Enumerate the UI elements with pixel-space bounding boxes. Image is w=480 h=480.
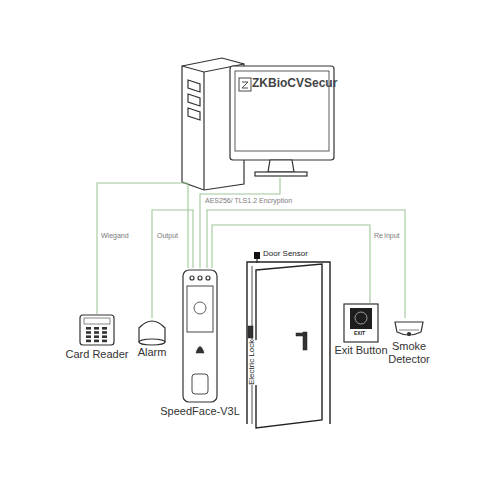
signal-wire bbox=[97, 183, 188, 314]
card-reader-device bbox=[80, 315, 114, 345]
electric-lock-symbol bbox=[248, 326, 253, 338]
device-exit-button: Exit Button bbox=[332, 303, 390, 357]
signal-wire bbox=[152, 210, 193, 318]
speedface-device bbox=[183, 270, 217, 402]
software-monitor: ZKBioCVSecur bbox=[228, 64, 336, 178]
device-terminal: SpeedFace-V3L bbox=[158, 268, 242, 418]
key bbox=[86, 331, 91, 334]
part-label: Door Sensor bbox=[263, 250, 308, 259]
device-card-reader: Card Reader bbox=[64, 314, 131, 361]
signal-label: Output bbox=[156, 232, 179, 240]
signal-label: AES256/ TLS1.2 Encryption bbox=[204, 197, 293, 205]
signal-label: Input bbox=[383, 232, 401, 240]
key bbox=[102, 327, 107, 330]
button-text: EXIT bbox=[354, 331, 365, 337]
key bbox=[102, 335, 107, 338]
device-caption: Alarm bbox=[136, 346, 169, 359]
key bbox=[86, 327, 91, 330]
exit-button-device bbox=[344, 304, 378, 342]
key bbox=[86, 335, 91, 338]
door-sensor-symbol bbox=[254, 252, 260, 259]
smoke-detector-device bbox=[395, 322, 423, 336]
screen-title: ZKBioCVSecur bbox=[252, 77, 332, 91]
part-label: Electric Lock bbox=[249, 339, 258, 384]
door bbox=[247, 262, 330, 428]
key bbox=[102, 331, 107, 334]
device-caption: Card Reader bbox=[64, 348, 131, 361]
signal-label: Wiegand bbox=[100, 232, 130, 240]
device-caption: Exit Button bbox=[332, 344, 390, 357]
signal-wire bbox=[212, 225, 370, 303]
device-caption: Smoke Detector bbox=[384, 340, 434, 365]
key bbox=[94, 340, 99, 343]
key bbox=[86, 340, 91, 343]
key bbox=[102, 340, 107, 343]
signal-wire bbox=[207, 210, 405, 318]
alarm-device bbox=[139, 321, 165, 345]
key bbox=[94, 327, 99, 330]
key bbox=[94, 335, 99, 338]
monitor bbox=[230, 66, 334, 176]
key bbox=[94, 331, 99, 334]
device-alarm: Alarm bbox=[136, 318, 169, 359]
device-caption: SpeedFace-V3L bbox=[158, 405, 242, 418]
device-smoke-detector: Smoke Detector bbox=[384, 318, 434, 365]
